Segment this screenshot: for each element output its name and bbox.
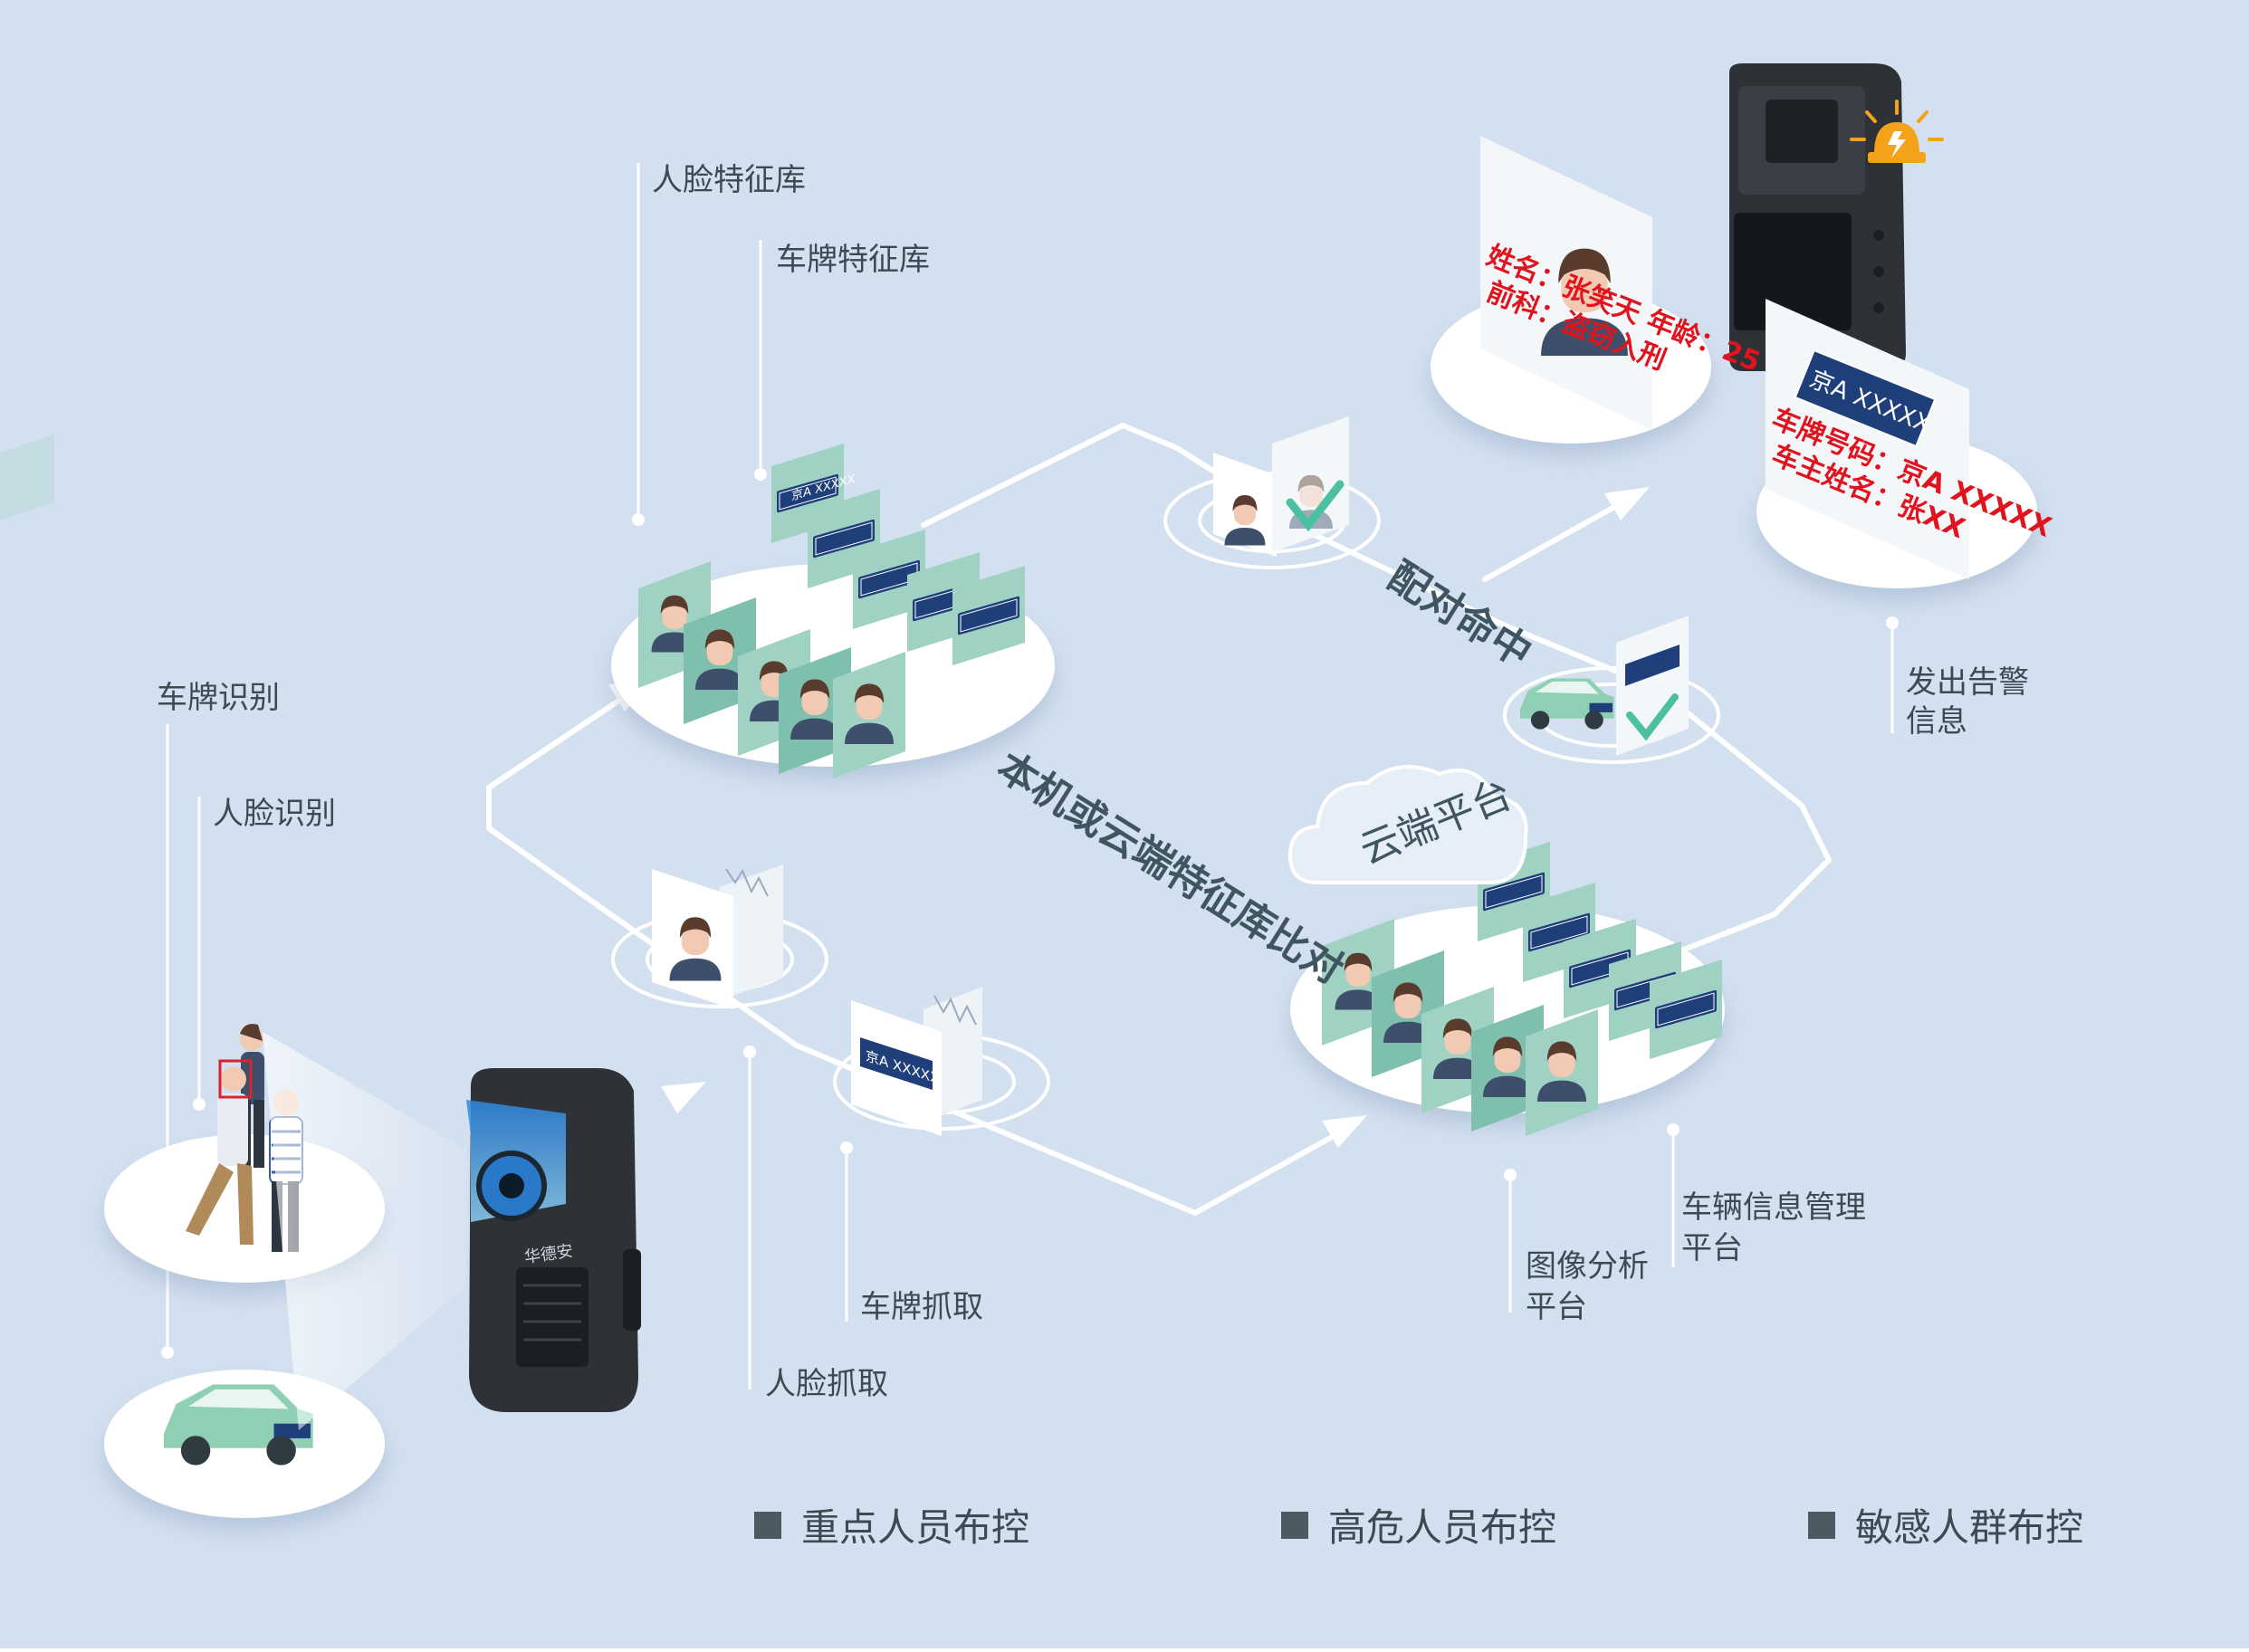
face-match-card (1213, 416, 1349, 557)
label-image-platform-1: 图像分析 (1526, 1248, 1649, 1284)
legend-label-1: 重点人员布控 (801, 1505, 1029, 1550)
alert-person: 姓名：张笑天 年龄：25 前科：盗窃入刑 (1431, 136, 1765, 444)
edge-shape (0, 434, 54, 520)
legend-label-3: 敏感人群布控 (1855, 1505, 2083, 1550)
label-plate-capture: 车牌抓取 (860, 1289, 983, 1325)
car-match-card (1520, 616, 1689, 756)
cloud-platform (1287, 765, 1725, 1136)
legend: 重点人员布控 高危人员布控 敏感人群布控 (754, 1505, 2083, 1550)
camera-beam (263, 1032, 466, 1430)
feature-db-platform: 京A XXXXX (611, 444, 1055, 778)
legend-swatch-3 (1808, 1512, 1835, 1539)
legend-label-2: 高危人员布控 (1328, 1505, 1556, 1550)
legend-swatch-2 (1281, 1512, 1308, 1539)
label-vehicle-platform-1: 车辆信息管理 (1681, 1189, 1866, 1226)
label-alert-2: 信息 (1906, 703, 1967, 740)
label-plate-recog: 车牌识别 (157, 680, 280, 716)
waveform-icon (725, 868, 769, 897)
cloud-icon (1287, 765, 1528, 884)
camera-device-icon: 华德安 (466, 1068, 641, 1412)
face-panels (638, 561, 905, 778)
label-alert-1: 发出告警 (1906, 664, 2029, 701)
alarm-light-icon (1850, 100, 1944, 163)
alert-plate: 京A XXXXX 车牌号码：京A XXXXX 车主姓名：张XX (1756, 299, 2055, 588)
person-man (186, 1059, 254, 1245)
label-face-db: 人脸特征库 (652, 162, 806, 198)
plate-capture-card: 京A XXXXX (851, 987, 982, 1136)
label-image-platform-2: 平台 (1526, 1289, 1587, 1325)
label-face-recog: 人脸识别 (213, 796, 336, 832)
label-plate-db: 车牌特征库 (776, 242, 930, 278)
legend-swatch-1 (754, 1512, 781, 1539)
leader-lines (166, 163, 1894, 1389)
leader-dots (161, 468, 1899, 1359)
alert-device (1729, 63, 1944, 371)
checkmark-icon (1286, 480, 1345, 532)
label-vehicle-platform-2: 平台 (1681, 1230, 1743, 1266)
plate-panels: 京A XXXXX (771, 444, 1025, 665)
label-face-capture: 人脸抓取 (765, 1366, 888, 1402)
face-detect-box (218, 1059, 253, 1099)
face-capture-card (652, 864, 783, 1009)
